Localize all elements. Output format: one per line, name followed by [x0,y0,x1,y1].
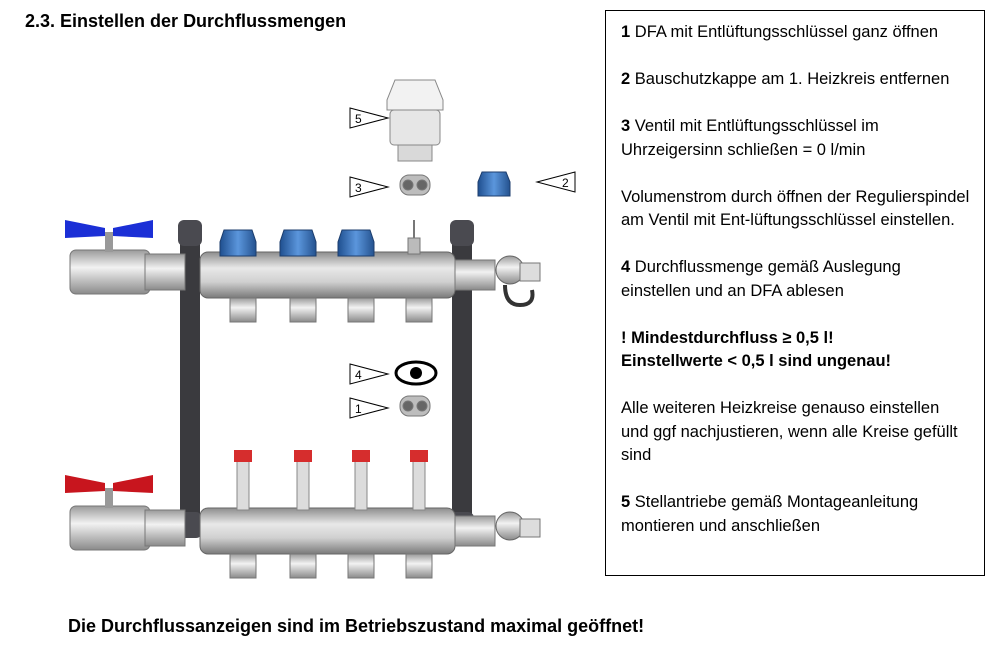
svg-text:5: 5 [355,112,362,126]
step-4: 4 Durchflussmenge gemäß Auslegung einste… [621,258,901,300]
step-2: 2 Bauschutzkappe am 1. Heizkreis entfern… [621,70,950,88]
section-heading: 2.3. Einstellen der Durchflussmengen [25,11,347,31]
callout-5: 5 [349,107,390,129]
svg-text:2: 2 [562,176,569,190]
svg-text:3: 3 [355,181,362,195]
svg-text:1: 1 [355,402,362,416]
step-1: 1 DFA mit Entlüftungsschlüssel ganz öffn… [621,23,939,41]
callout-1: 1 [349,397,390,419]
step-4-detail: Alle weiteren Heizkreise genauso einstel… [621,399,958,464]
manifold-illustration: 5 3 2 4 1 [65,79,576,579]
actuator [386,79,444,162]
return-manifold [65,220,541,323]
step-3: 3 Ventil mit Entlüftungsschlüssel im Uhr… [621,117,879,159]
flow-manifold [65,450,541,579]
callout-3: 3 [349,176,390,198]
svg-text:4: 4 [355,368,362,382]
step-5: 5 Stellantriebe gemäß Montageanleitung m… [621,493,919,535]
footer-note: Die Durchflussanzeigen sind im Betriebsz… [68,616,645,636]
eye-icon [394,360,438,386]
instruction-panel: 1 DFA mit Entlüftungsschlüssel ganz öffn… [605,10,985,576]
callout-2: 2 [535,171,576,193]
warning-note: ! Mindestdurchfluss ≥ 0,5 l!Einstellwert… [621,328,892,371]
step-3-detail: Volumenstrom durch öffnen der Reguliersp… [621,187,970,230]
callout-4: 4 [349,363,390,385]
